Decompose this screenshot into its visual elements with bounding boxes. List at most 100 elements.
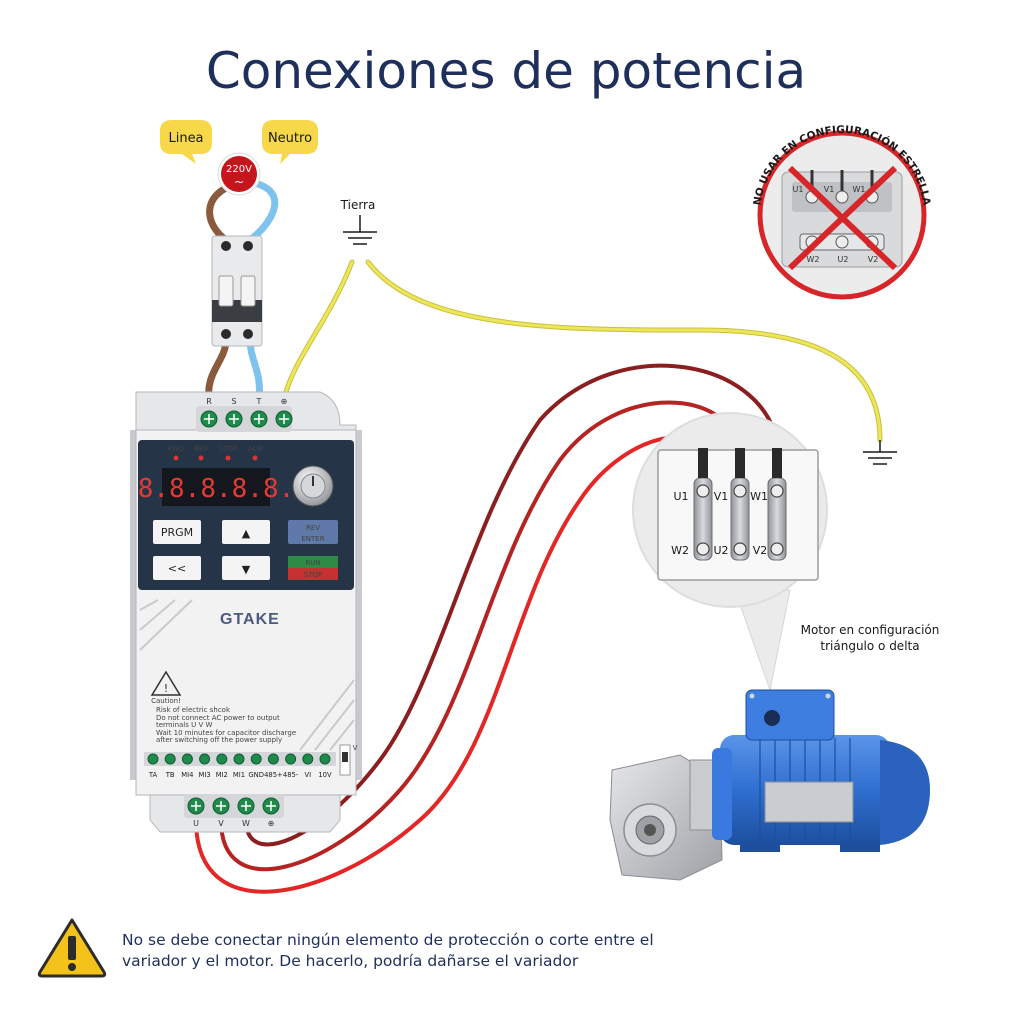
neutral-wire (246, 180, 279, 244)
run-key-label: RUN (305, 559, 320, 567)
caution-triangle-icon (150, 670, 182, 696)
display-readout: 8.8.8.8.8. (138, 474, 295, 504)
stop-key-label: STOP (304, 571, 322, 579)
terminal-u-label: U (193, 819, 199, 828)
terminal-box-screw-icon (825, 693, 831, 699)
inverter: R S T ⊕ FWD REV STOP ALM 8.8.8.8.8. (130, 391, 362, 833)
line-label: Linea (160, 120, 212, 164)
led-stop-icon (225, 455, 231, 461)
motor-top-u1: U1 (673, 490, 688, 503)
voltage-badge: 220V ~ (217, 152, 261, 196)
neutral-wire-lower (246, 336, 263, 402)
voltage-value: 220V (226, 164, 252, 175)
warning-line-1: No se debe conectar ningún elemento de p… (122, 931, 654, 949)
control-terminal-label: GND (248, 771, 264, 779)
terminal-nut-icon (733, 542, 747, 556)
down-button[interactable] (222, 556, 270, 580)
prgm-button-label: PRGM (161, 526, 193, 539)
control-terminal-screw-icon (250, 753, 262, 765)
control-terminal-label: MI2 (216, 771, 228, 779)
up-arrow-icon: ▲ (242, 527, 251, 540)
star-top-w1: W1 (853, 185, 866, 194)
input-terminal-block: R S T ⊕ (196, 397, 293, 432)
breaker-screw-icon (221, 329, 231, 339)
caution-line-1: Risk of electric shcok (156, 706, 231, 714)
led-fwd-label: FWD (168, 445, 184, 453)
line-wire-lower (205, 336, 230, 402)
prgm-button[interactable] (153, 520, 201, 544)
terminal-v-label: V (218, 819, 224, 828)
control-terminal-label: 10V (318, 771, 332, 779)
control-terminal-screw-icon (267, 753, 279, 765)
led-rev-icon (198, 455, 204, 461)
motor-wire-v (219, 400, 742, 872)
neutral-label-text: Neutro (268, 131, 312, 146)
page-title: Conexiones de potencia (206, 42, 806, 100)
motor-top-v1: V1 (714, 490, 729, 503)
enter-key-label: ENTER (301, 535, 324, 543)
gearbox (609, 754, 729, 881)
ground-wire-motor-core (366, 260, 882, 442)
terminal-nut-icon (696, 542, 710, 556)
terminal-nut-icon (770, 484, 784, 498)
side-switch-label: V (353, 744, 358, 752)
motor-bottom-u2: U2 (713, 544, 728, 557)
warning-note: No se debe conectar ningún elemento de p… (37, 918, 654, 978)
control-terminal-label: 485+ (264, 771, 283, 779)
shift-button[interactable] (153, 556, 201, 580)
star-top-u1: U1 (793, 185, 804, 194)
terminal-box-screw-icon (749, 693, 755, 699)
control-terminal-screw-icon (319, 753, 331, 765)
star-config-warning: NO USAR EN CONFIGURACIÓN ESTRELLA U1 V1 … (752, 124, 933, 300)
motor-ground-symbol (863, 440, 897, 465)
caution-line-3: terminals U V W (156, 721, 212, 729)
terminal-pe-out-label: ⊕ (268, 819, 275, 828)
star-bottom-v2: V2 (868, 255, 879, 264)
decorative-stripes (139, 599, 355, 751)
ground-wire-inverter-core (282, 260, 354, 402)
control-terminal-label: TA (148, 771, 158, 779)
ground-symbol: Tierra (340, 198, 377, 245)
control-terminal-screw-icon (147, 753, 159, 765)
star-top-v1: V1 (824, 185, 835, 194)
rev-enter-button[interactable] (288, 520, 338, 544)
motor-top-w1: W1 (750, 490, 768, 503)
circuit-breaker (211, 235, 263, 347)
terminal-w-label: W (242, 819, 250, 828)
caution-area: ! Caution! Risk of electric shcok Do not… (150, 670, 296, 744)
control-terminal-screw-icon (216, 753, 228, 765)
motor-bottom-v2: V2 (753, 544, 768, 557)
breaker-screw-icon (221, 241, 231, 251)
run-button[interactable] (288, 556, 338, 568)
up-button[interactable] (222, 520, 270, 544)
motor-bottom-w2: W2 (671, 544, 689, 557)
stop-button[interactable] (288, 568, 338, 580)
terminal-nut-icon (770, 542, 784, 556)
control-terminal-screw-icon (181, 753, 193, 765)
brand-logo: GTAKE (220, 611, 280, 628)
terminal-pe-label: ⊕ (281, 397, 288, 406)
down-arrow-icon: ▼ (242, 563, 251, 576)
control-terminal-label: 485- (283, 771, 299, 779)
ground-label: Tierra (340, 198, 376, 212)
star-bottom-w2: W2 (807, 255, 820, 264)
caution-line-5: after switching off the power supply (156, 736, 282, 744)
svg-text:!: ! (164, 682, 168, 695)
motor-terminal-zoom: U1 V1 W1 W2 U2 V2 (632, 412, 828, 692)
led-rev-label: REV (194, 445, 208, 453)
breaker-screw-icon (243, 329, 253, 339)
ac-symbol: ~ (234, 175, 244, 189)
shift-key-label: << (168, 562, 186, 575)
control-terminal-label: MI4 (181, 771, 193, 779)
output-terminal-block: U V W ⊕ (184, 794, 284, 828)
led-stop-label: STOP (219, 445, 237, 453)
terminal-nut-icon (696, 484, 710, 498)
motor-nameplate (764, 781, 854, 823)
motor-caption-line2: triángulo o delta (820, 639, 919, 653)
control-terminal-label: TB (165, 771, 175, 779)
led-fwd-icon (173, 455, 179, 461)
control-terminal-screw-icon (164, 753, 176, 765)
line-label-text: Linea (168, 131, 203, 146)
